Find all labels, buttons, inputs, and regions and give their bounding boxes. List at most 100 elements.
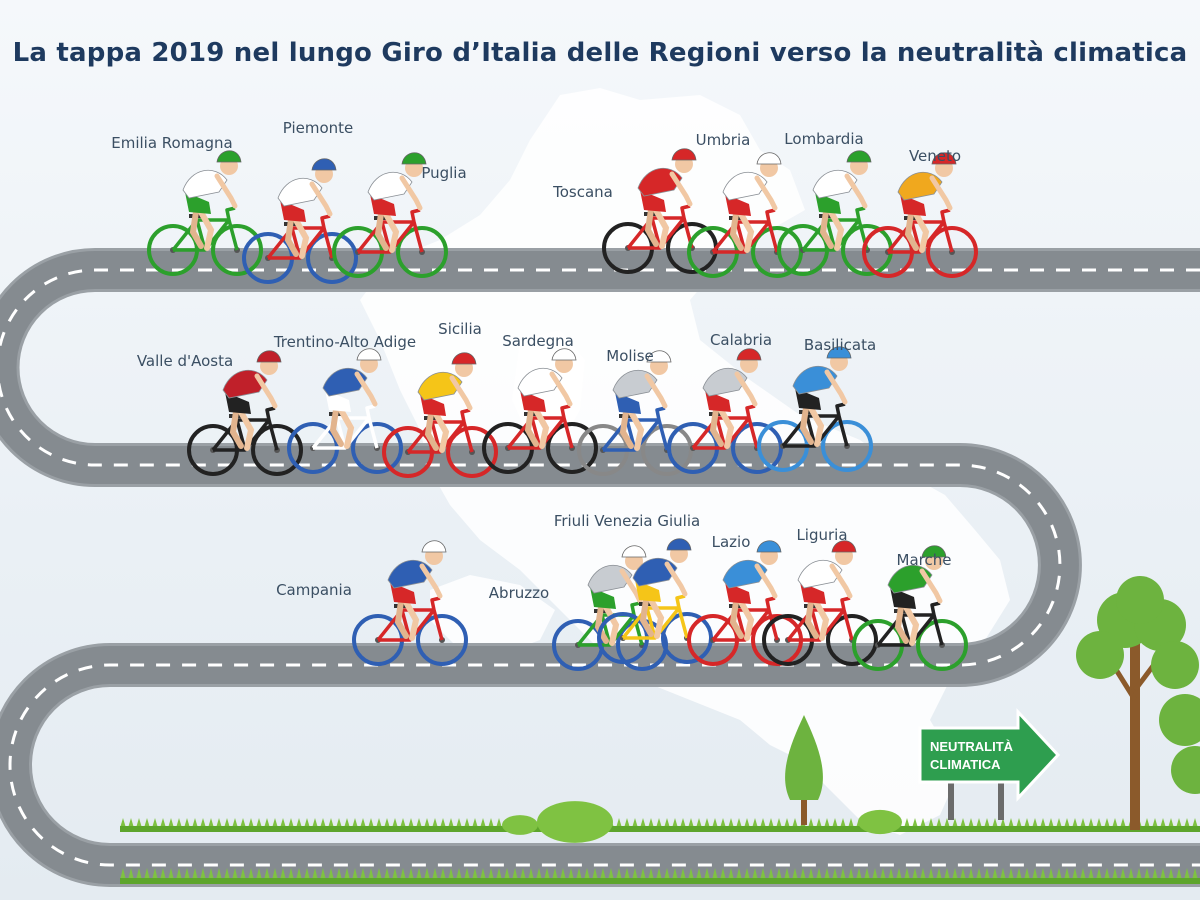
region-label: Sicilia xyxy=(438,320,482,338)
front-wheel xyxy=(306,232,358,284)
grass-blade xyxy=(1064,818,1070,828)
region-label: Umbria xyxy=(696,131,751,149)
grass-blade xyxy=(936,818,942,828)
front-wheel xyxy=(826,614,878,666)
grass-blade xyxy=(328,818,334,828)
grass-blade xyxy=(1032,818,1038,828)
grass-blade xyxy=(224,818,230,828)
grass-blade xyxy=(1056,868,1062,880)
grass-blade xyxy=(760,868,766,880)
grass-blade xyxy=(520,868,526,880)
grass-blade xyxy=(1112,818,1118,828)
tree-trunk xyxy=(801,790,807,825)
grass-blade xyxy=(640,818,646,828)
rider-helmet xyxy=(736,348,762,361)
grass-blade xyxy=(152,868,158,880)
front-wheel xyxy=(821,420,873,472)
region-label: Lombardia xyxy=(784,130,863,148)
grass-blade xyxy=(992,818,998,828)
front-wheel xyxy=(446,426,498,478)
grass-blade xyxy=(472,868,478,880)
grass-blade xyxy=(960,868,966,880)
grass-blade xyxy=(120,868,126,880)
grass-blade xyxy=(688,868,694,880)
grass-blade xyxy=(128,868,134,880)
cyclist xyxy=(147,150,263,276)
grass-blade xyxy=(600,868,606,880)
grass-blade xyxy=(728,818,734,828)
grass-blade xyxy=(1168,818,1174,828)
region-label: Puglia xyxy=(421,164,466,182)
grass-blade xyxy=(824,818,830,828)
rider-leg xyxy=(374,204,389,251)
region-label: Liguria xyxy=(796,526,847,544)
grass-blade xyxy=(424,818,430,828)
grass-blade xyxy=(768,868,774,880)
rider-leg xyxy=(729,204,744,251)
grass-blade xyxy=(344,868,350,880)
grass-blade xyxy=(672,868,678,880)
region-label: Calabria xyxy=(710,331,772,349)
grass-blade xyxy=(1160,868,1166,880)
grass-blade xyxy=(952,818,958,828)
rider-leg xyxy=(599,597,620,646)
grass-blade xyxy=(1176,868,1182,880)
grass-blade xyxy=(1144,868,1150,880)
grass-blade xyxy=(912,868,918,880)
rider-leg xyxy=(189,202,204,249)
rider-leg xyxy=(379,204,400,253)
grass-blade xyxy=(904,868,910,880)
rider-leg xyxy=(394,592,409,639)
grass-blade xyxy=(832,868,838,880)
grass-blade xyxy=(712,818,718,828)
cyclist xyxy=(352,540,468,666)
grass-blade xyxy=(240,818,246,828)
grass-strip-bottom xyxy=(120,878,1200,884)
bush xyxy=(502,815,538,835)
rider-helmet xyxy=(931,152,957,165)
grass-blade xyxy=(192,818,198,828)
grass-blade xyxy=(1104,818,1110,828)
cyclist xyxy=(187,350,303,476)
grass-blade xyxy=(920,818,926,828)
rider-leg xyxy=(424,404,439,451)
front-wheel xyxy=(211,224,263,276)
rider-leg xyxy=(734,592,755,641)
grass-blade xyxy=(1056,818,1062,828)
grass-blade xyxy=(1080,818,1086,828)
bush xyxy=(537,801,613,843)
grass-blade xyxy=(312,818,318,828)
grass-blade xyxy=(432,818,438,828)
rider-helmet xyxy=(671,148,697,161)
tree-foliage xyxy=(1171,746,1200,794)
grass-blade xyxy=(1104,868,1110,880)
rider-arm xyxy=(829,563,853,599)
grass-blade xyxy=(1048,868,1054,880)
grass-blade xyxy=(1168,868,1174,880)
region-label: Marche xyxy=(897,551,952,569)
grass-blade xyxy=(656,868,662,880)
rider-arm xyxy=(929,175,953,211)
grass-blade xyxy=(736,818,742,828)
grass-blade xyxy=(680,818,686,828)
grass-blade xyxy=(904,818,910,828)
rider-arm xyxy=(449,375,473,411)
region-label: Campania xyxy=(276,581,352,599)
grass-blade xyxy=(784,818,790,828)
grass-blade xyxy=(928,868,934,880)
rider-leg xyxy=(334,400,355,449)
grass-blade xyxy=(384,818,390,828)
grass-blade xyxy=(1096,818,1102,828)
region-label: Sardegna xyxy=(502,332,574,350)
cyclist xyxy=(602,148,718,274)
rider-arm xyxy=(354,371,378,407)
grass-blade xyxy=(560,868,566,880)
grass-blade xyxy=(944,868,950,880)
grass-blade xyxy=(920,868,926,880)
rider-helmet xyxy=(451,352,477,365)
grass-blade xyxy=(872,868,878,880)
rider-arm xyxy=(754,563,778,599)
grass-blade xyxy=(1040,868,1046,880)
grass-blade xyxy=(440,868,446,880)
